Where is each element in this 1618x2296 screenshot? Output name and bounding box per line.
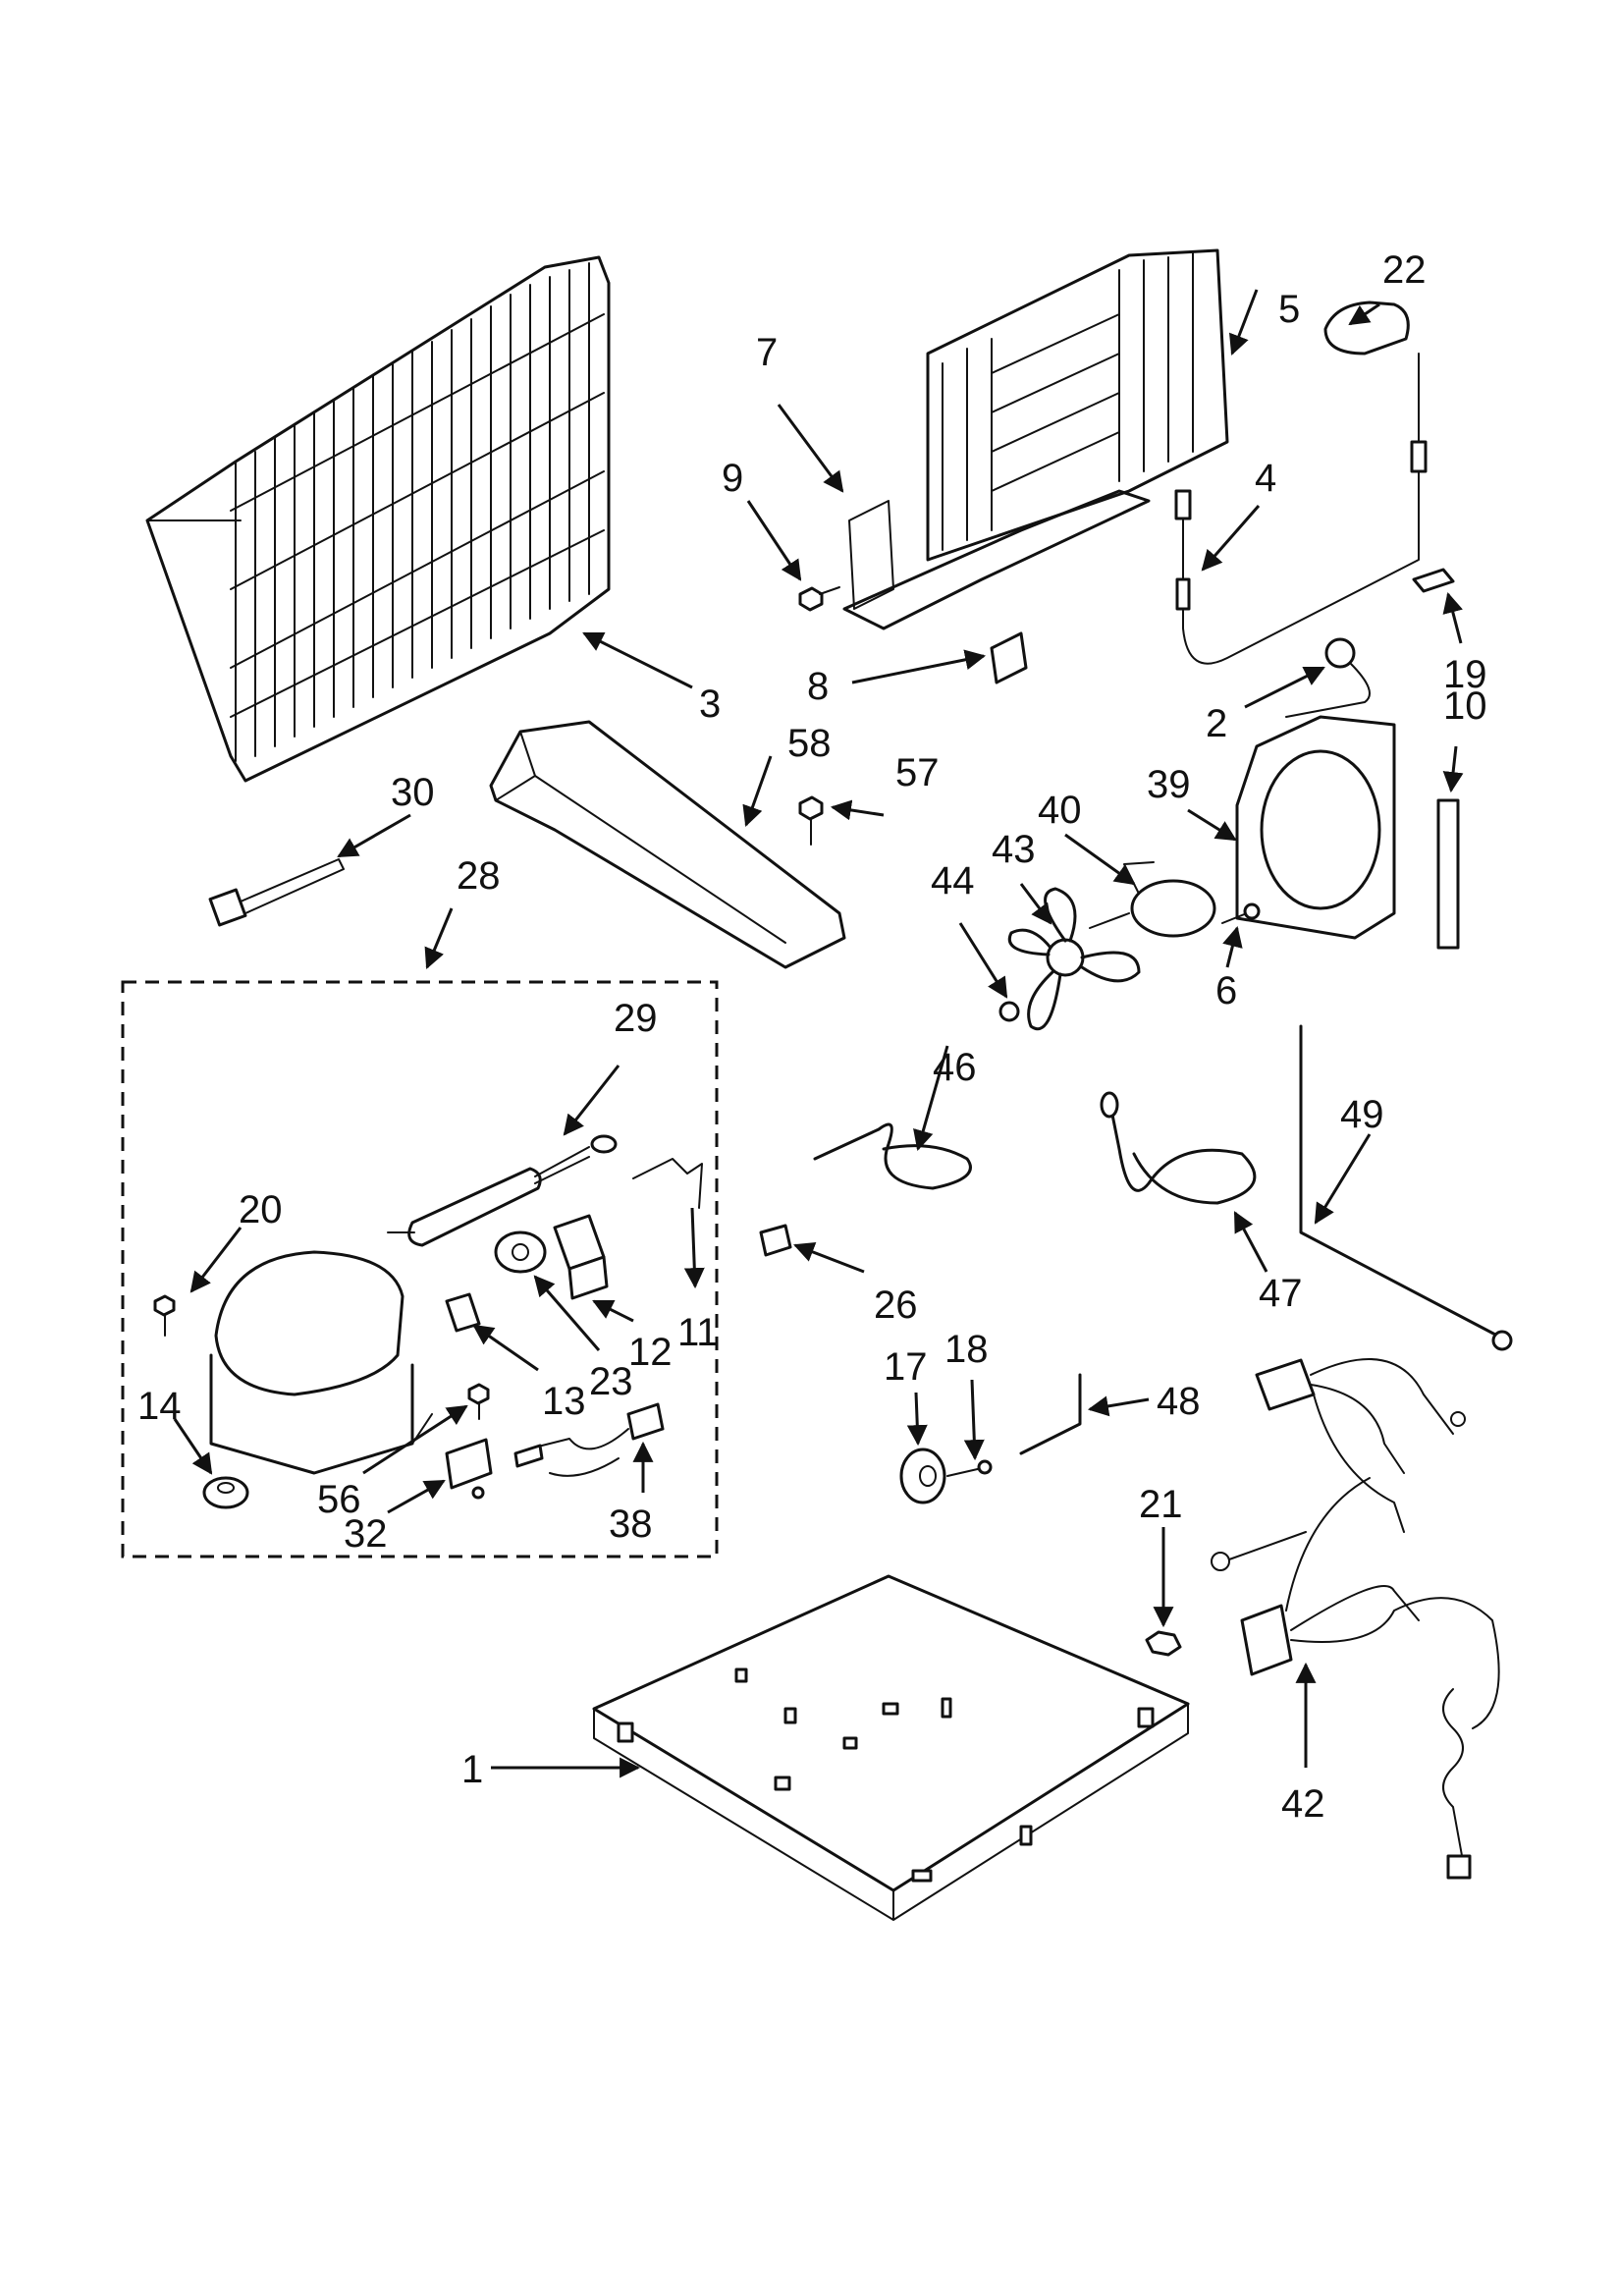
drain-trough <box>489 720 846 969</box>
callout-40: 40 <box>1038 789 1082 832</box>
nut-21 <box>1145 1630 1182 1657</box>
fan-blade <box>1007 887 1141 1031</box>
callout-58: 58 <box>787 722 832 765</box>
callout-20: 20 <box>239 1188 283 1231</box>
clip-8 <box>990 631 1028 684</box>
callout-2: 2 <box>1206 702 1227 745</box>
fan-shroud <box>1235 715 1396 940</box>
connector-13 <box>445 1292 481 1333</box>
screw-57 <box>798 795 824 846</box>
callout-10: 10 <box>1443 684 1487 728</box>
callout-56: 56 <box>317 1478 361 1521</box>
relay-12 <box>553 1214 609 1300</box>
wire-11 <box>632 1158 703 1209</box>
grommet-14 <box>202 1476 249 1509</box>
callout-49: 49 <box>1340 1093 1384 1136</box>
callout-39: 39 <box>1147 763 1191 806</box>
callout-8: 8 <box>807 665 829 708</box>
callout-48: 48 <box>1157 1380 1201 1423</box>
callout-28: 28 <box>457 854 501 898</box>
clip-19 <box>1412 568 1455 593</box>
callout-21: 21 <box>1139 1483 1183 1526</box>
condenser-coil <box>145 255 611 783</box>
screw-18 <box>946 1459 993 1477</box>
callout-5: 5 <box>1278 288 1300 331</box>
callout-47: 47 <box>1259 1272 1303 1315</box>
callout-44: 44 <box>931 859 975 902</box>
callout-17: 17 <box>884 1345 928 1389</box>
callout-26: 26 <box>874 1284 918 1327</box>
callout-11: 11 <box>677 1311 719 1354</box>
roller-17 <box>899 1448 946 1504</box>
callout-42: 42 <box>1281 1782 1325 1826</box>
screw-9 <box>798 586 840 612</box>
callout-57: 57 <box>895 751 940 794</box>
callout-18: 18 <box>944 1328 989 1371</box>
callout-38: 38 <box>609 1503 653 1546</box>
harness-38 <box>513 1402 665 1477</box>
strip-10 <box>1436 798 1460 950</box>
callout-14: 14 <box>137 1385 182 1428</box>
callout-3: 3 <box>699 683 721 726</box>
filter-drier <box>387 1134 618 1247</box>
capacitor-32 <box>445 1438 493 1500</box>
callout-9: 9 <box>722 457 743 500</box>
callout-29: 29 <box>614 997 658 1040</box>
base-frame <box>592 1574 1190 1921</box>
callout-13: 13 <box>542 1380 586 1423</box>
callout-22: 22 <box>1382 248 1427 292</box>
drain-tube <box>1285 637 1371 718</box>
wire-harness <box>1211 1358 1500 1880</box>
evaporator <box>842 248 1229 630</box>
washer-44 <box>998 1001 1020 1022</box>
overload-23 <box>494 1230 547 1274</box>
callout-46: 46 <box>933 1046 977 1089</box>
callout-4: 4 <box>1255 457 1276 500</box>
tube-49 <box>1299 1024 1513 1351</box>
leader-lines <box>173 289 1464 1778</box>
callout-32: 32 <box>344 1512 388 1556</box>
callout-23: 23 <box>589 1360 633 1403</box>
compressor <box>209 1250 433 1475</box>
callout-labels: 3 5 22 7 9 4 8 19 2 10 39 40 43 44 6 57 … <box>137 248 1487 1826</box>
callout-6: 6 <box>1215 969 1237 1012</box>
fan-motor <box>1089 861 1216 938</box>
defrost-wire <box>1174 353 1428 665</box>
screw-6 <box>1221 902 1261 924</box>
callout-30: 30 <box>391 771 435 814</box>
defrost-cap <box>1323 301 1410 355</box>
compressor-kit-box <box>121 980 719 1558</box>
screw-56 <box>467 1383 490 1420</box>
callout-1: 1 <box>461 1748 483 1791</box>
screw-20 <box>153 1294 176 1337</box>
clip-26 <box>759 1224 792 1257</box>
tube-47 <box>1100 1091 1257 1205</box>
tube-46 <box>813 1122 972 1190</box>
callout-43: 43 <box>992 828 1036 871</box>
cable-tie <box>208 858 345 927</box>
tube-48 <box>1019 1373 1082 1455</box>
callout-12: 12 <box>628 1331 673 1374</box>
callout-19: 19 <box>1443 653 1487 696</box>
callout-7: 7 <box>756 331 778 374</box>
